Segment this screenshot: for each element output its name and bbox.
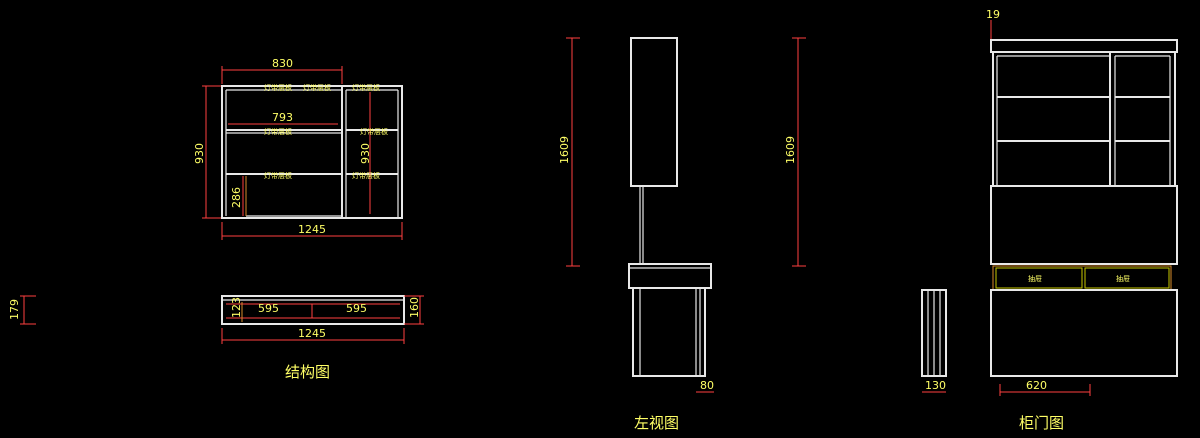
shelf-label: 灯带层板 — [264, 171, 292, 180]
dim-1609-b: 1609 — [784, 136, 797, 164]
dim-793: 793 — [272, 111, 293, 124]
shelf-label: 灯带层板 — [264, 83, 292, 92]
dim-160: 160 — [408, 297, 421, 318]
caption-structure: 结构图 — [285, 363, 330, 381]
structure-plan: 830 930 793 930 286 灯带层板 — [193, 57, 403, 240]
dim-1245-bottom: 1245 — [298, 327, 326, 340]
dim-286: 286 — [230, 187, 243, 208]
dim-80: 80 — [700, 379, 714, 392]
dim-620: 620 — [1026, 379, 1047, 392]
caption-door-view: 柜门图 — [1019, 414, 1064, 432]
shelf-label: 灯带层板 — [352, 171, 380, 180]
dim-930-left: 930 — [193, 143, 206, 164]
shelf-label: 灯带层板 — [303, 83, 331, 92]
shelf-label: 灯带层板 — [352, 83, 380, 92]
dim-595-right: 595 — [346, 302, 367, 315]
dim-19: 19 — [986, 8, 1000, 21]
shelf-label: 灯带层板 — [360, 127, 388, 136]
drawer-label-right: 抽屉 — [1116, 274, 1130, 283]
drawer-label-left: 抽屉 — [1028, 274, 1042, 283]
dim-595-left: 595 — [258, 302, 279, 315]
dim-130: 130 — [925, 379, 946, 392]
dim-123: 123 — [230, 297, 243, 318]
dim-1245-top: 1245 — [298, 223, 326, 236]
caption-left-view: 左视图 — [634, 414, 679, 432]
left-view: 1609 80 1609 左视图 — [558, 37, 806, 432]
dim-830: 830 — [272, 57, 293, 70]
structure-base: 179 123 595 595 160 1245 结构图 — [8, 295, 424, 381]
dim-179: 179 — [8, 299, 21, 320]
dim-930-right: 930 — [359, 143, 372, 164]
door-view: 19 抽屉 抽屉 130 62 — [921, 8, 1178, 432]
shelf-label: 灯带层板 — [264, 127, 292, 136]
dim-1609-a: 1609 — [558, 136, 571, 164]
